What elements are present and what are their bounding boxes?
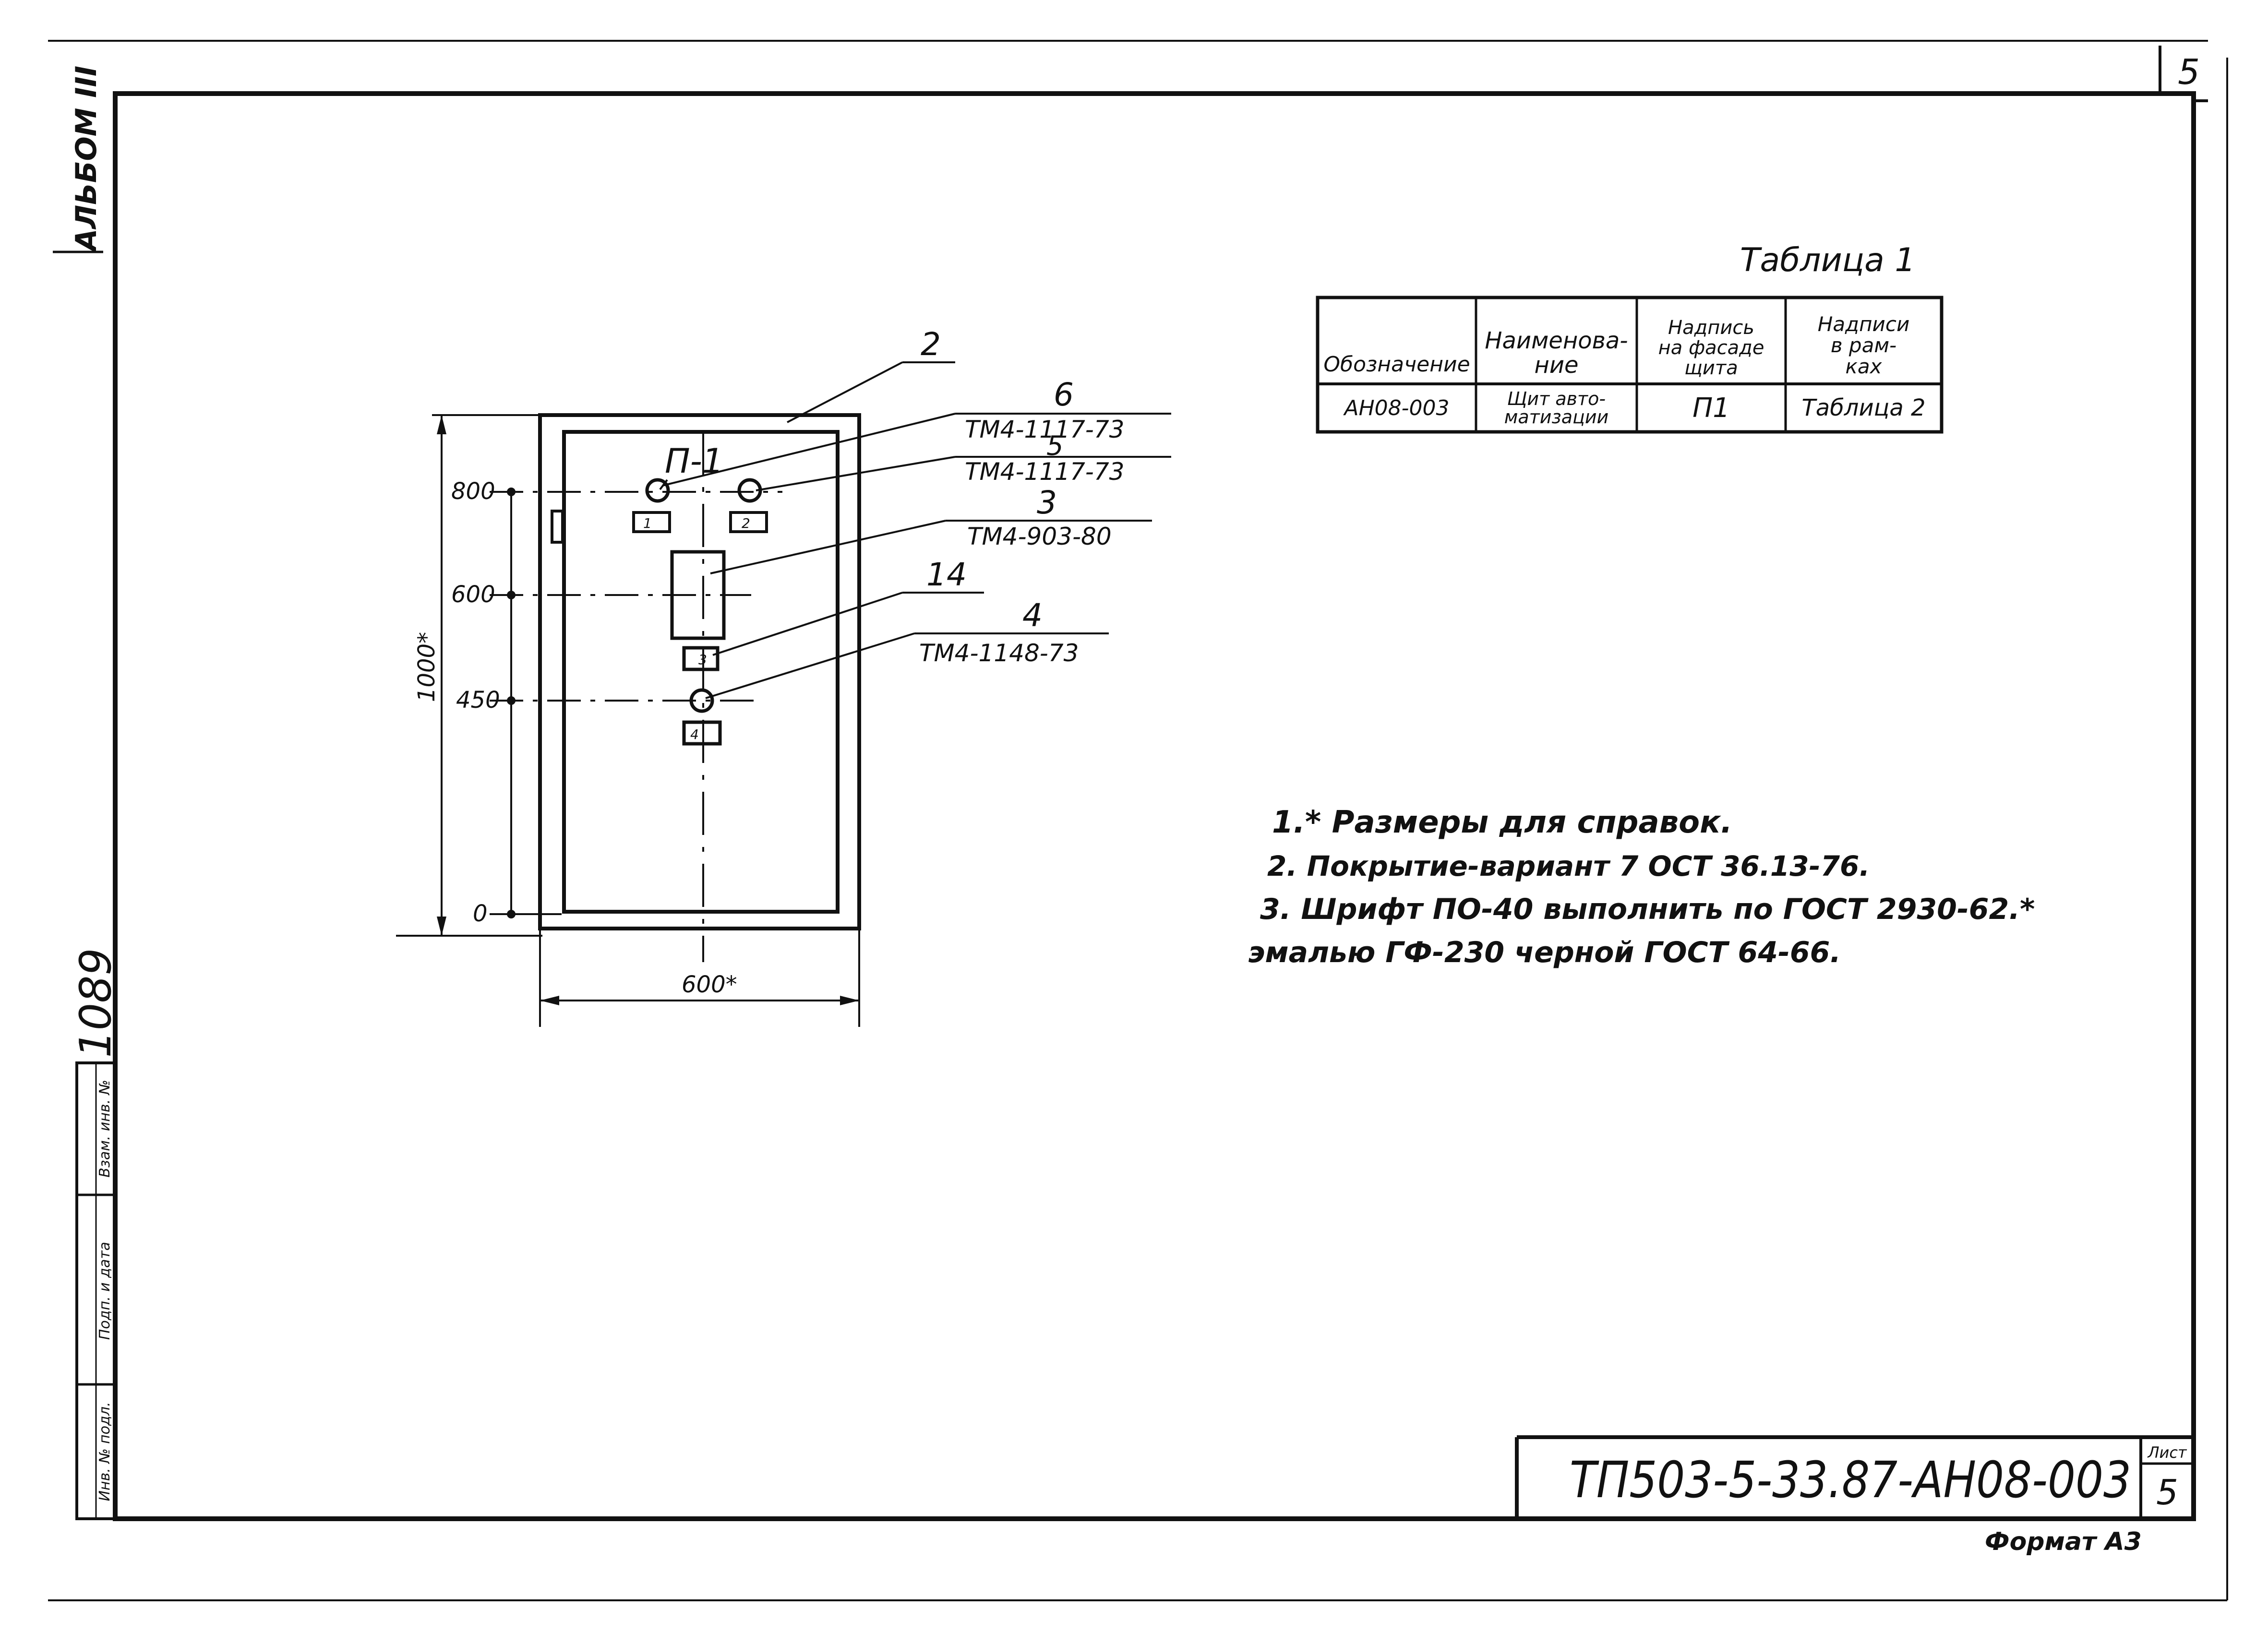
callout-pos-3: 3	[1037, 484, 1057, 521]
callout-pos-4: 4	[1022, 597, 1043, 634]
callout-ref-3: ТМ4-903-80	[967, 523, 1112, 550]
table-1-cell-frames: Таблица 2	[1801, 394, 1926, 421]
table-1-content: Обозначение Наименова- ние Надпись на фа…	[1323, 312, 1926, 428]
callout-pos-6: 6	[1054, 376, 1074, 413]
page-number: 5	[2178, 52, 2200, 92]
label-frame-1-number: 1	[643, 515, 652, 531]
elevation-mark-450: 450	[456, 687, 500, 714]
table-1: Таблица 1	[1316, 241, 1944, 434]
stamp-field-signature: Подп. и дата	[96, 1242, 113, 1340]
height-dimension: 1000*	[413, 632, 440, 702]
elevation-mark-800: 800	[451, 478, 495, 505]
table-1-header-frames: Надписи в рам- ках	[1817, 312, 1910, 378]
door-hinge	[551, 510, 564, 544]
note-1: 1.* Размеры для справок.	[1272, 805, 1732, 840]
title-sheet-number: 5	[2156, 1472, 2178, 1513]
indicator-lamp-1	[645, 478, 670, 503]
title-block: ТП503-5-33.87-АН08-003 Лист 5	[1515, 1435, 2194, 1519]
table-1-header-designation: Обозначение	[1323, 352, 1470, 377]
leader-pos-6	[662, 413, 956, 487]
table-1-header-facade: Надпись на фасаде щита	[1658, 317, 1764, 379]
elevation-dot-800	[507, 488, 516, 496]
table-1-cell-name: Щит авто- матизации	[1504, 388, 1609, 428]
leader-pos-2	[787, 361, 903, 423]
callout-pos-5: 5	[1046, 430, 1064, 462]
table-1-caption: Таблица 1	[1740, 241, 1916, 279]
label-frame-1	[632, 511, 671, 533]
label-frame-3	[682, 646, 720, 671]
leader-pos-3	[710, 520, 946, 574]
label-frame-2	[729, 511, 768, 533]
album-label: АЛЬБОМ III	[70, 66, 103, 253]
elevation-dot-600	[507, 591, 516, 599]
callout-ref-6: ТМ4-1117-73	[965, 416, 1124, 443]
label-frame-2-number: 2	[742, 515, 750, 531]
note-3: 3. Шрифт ПО-40 выполнить по ГОСТ 2930-62…	[1260, 893, 2035, 926]
callout-ref-5: ТМ4-1117-73	[965, 458, 1124, 486]
elevation-dot-450	[507, 696, 516, 705]
format-label: Формат А3	[1985, 1527, 2142, 1556]
note-3-continuation: эмалью ГФ-230 черной ГОСТ 64-66.	[1248, 936, 1841, 969]
leader-pos-14	[712, 592, 903, 656]
cabinet-outline	[538, 413, 861, 930]
callout-pos-2: 2	[921, 326, 941, 363]
inventory-number: 1089	[71, 948, 121, 1058]
width-dimension: 600*	[682, 971, 737, 998]
controller-device	[670, 550, 726, 640]
label-frame-3-number: 3	[698, 652, 707, 667]
title-sheet-label: Лист	[2147, 1443, 2187, 1462]
table-1-cell-designation: АН08-003	[1344, 395, 1450, 420]
notes: 1.* Размеры для справок. 2. Покрытие-вар…	[1248, 805, 2035, 969]
title-designation: ТП503-5-33.87-АН08-003	[1570, 1451, 2131, 1509]
stamp-field-inventory: Инв. № подл.	[96, 1402, 113, 1501]
leader-pos-4	[705, 632, 915, 699]
elevation-mark-0: 0	[473, 900, 488, 927]
label-frame-4	[682, 720, 722, 746]
leader-pos-5	[756, 456, 956, 491]
callout-ref-4: ТМ4-1148-73	[919, 639, 1079, 667]
drawing-frame	[113, 91, 2196, 1521]
panel-label: П-1	[665, 441, 723, 481]
side-stamp: Инв. № подл. Подп. и дата Взам. инв. №	[75, 1061, 117, 1520]
table-1-cell-facade: П1	[1692, 392, 1730, 424]
panel-drawing: 1 2 3 4 П-1 2 6 ТМ4-1117-73 5 ТМ4-1117-7…	[396, 326, 1171, 1027]
table-1-header-name: Наименова- ние	[1485, 327, 1628, 379]
stamp-field-replacement: Взам. инв. №	[96, 1080, 113, 1178]
note-2: 2. Покрытие-вариант 7 ОСТ 36.13-76.	[1267, 850, 1870, 882]
indicator-lamp-3	[689, 688, 714, 713]
label-frame-4-number: 4	[690, 727, 699, 742]
callout-pos-14: 14	[926, 556, 967, 593]
elevation-mark-600: 600	[451, 581, 495, 608]
elevation-dot-0	[507, 910, 516, 918]
door-outline	[562, 430, 840, 914]
